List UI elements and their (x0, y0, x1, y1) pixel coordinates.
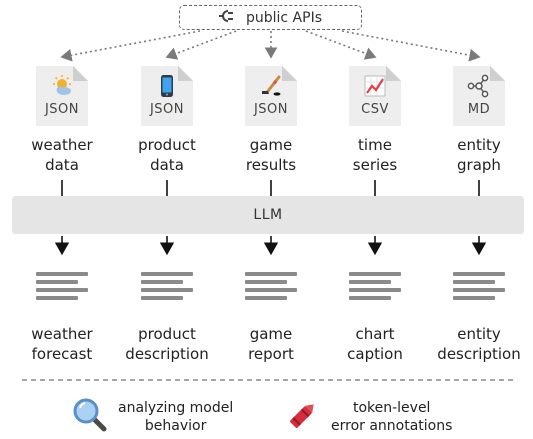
format-label: JSON (44, 102, 80, 117)
format-label: JSON (253, 102, 289, 117)
output-label-game: game report (248, 325, 294, 363)
doc-product: JSON (141, 66, 193, 126)
public-apis-box: public APIs (179, 5, 362, 30)
input-label-weather: weather data (31, 136, 93, 174)
smartphone-icon (155, 74, 179, 98)
crayon-icon (285, 397, 321, 437)
doc-game: JSON (245, 66, 297, 126)
input-label-game: game results (245, 136, 297, 174)
text-lines-icon (245, 272, 297, 304)
doc-entity: MD (453, 66, 505, 126)
input-label-timeseries: time series (352, 136, 398, 174)
legend-analyzing: analyzing model behavior (72, 397, 233, 437)
output-label-chart: chart caption (347, 325, 403, 363)
doc-timeseries: CSV (349, 66, 401, 126)
weather-sun-cloud-icon (50, 74, 74, 98)
legend-line-1: token-level (352, 400, 431, 416)
format-label: JSON (149, 102, 185, 117)
output-label-weather: weather forecast (31, 325, 93, 363)
text-lines-icon (36, 272, 88, 304)
format-label: MD (467, 102, 491, 117)
text-lines-icon (141, 272, 193, 304)
graph-nodes-icon (467, 74, 491, 98)
api-arrow-2 (165, 30, 237, 60)
hockey-stick-icon (259, 74, 283, 98)
api-arrow-1 (60, 30, 201, 62)
line-chart-icon (363, 74, 387, 98)
api-arrow-4 (305, 30, 377, 60)
input-label-product: product data (138, 136, 196, 174)
legend-line-1: analyzing model (118, 400, 234, 416)
output-label-product: product description (125, 325, 209, 363)
text-lines-icon (453, 272, 505, 304)
legend-line-2: behavior (144, 418, 207, 434)
llm-bar: LLM (12, 196, 524, 234)
plug-icon (218, 9, 239, 27)
text-lines-icon (349, 272, 401, 304)
legend-annotations: token-level error annotations (285, 397, 452, 437)
format-label: CSV (361, 102, 389, 117)
llm-label: LLM (253, 207, 283, 223)
output-label-entity: entity description (437, 325, 521, 363)
input-label-entity: entity graph (457, 136, 501, 174)
magnifier-icon (72, 397, 108, 437)
public-apis-label: public APIs (245, 9, 322, 26)
doc-weather: JSON (36, 66, 88, 126)
api-arrow-5 (341, 30, 481, 62)
legend-line-2: error annotations (331, 418, 453, 434)
